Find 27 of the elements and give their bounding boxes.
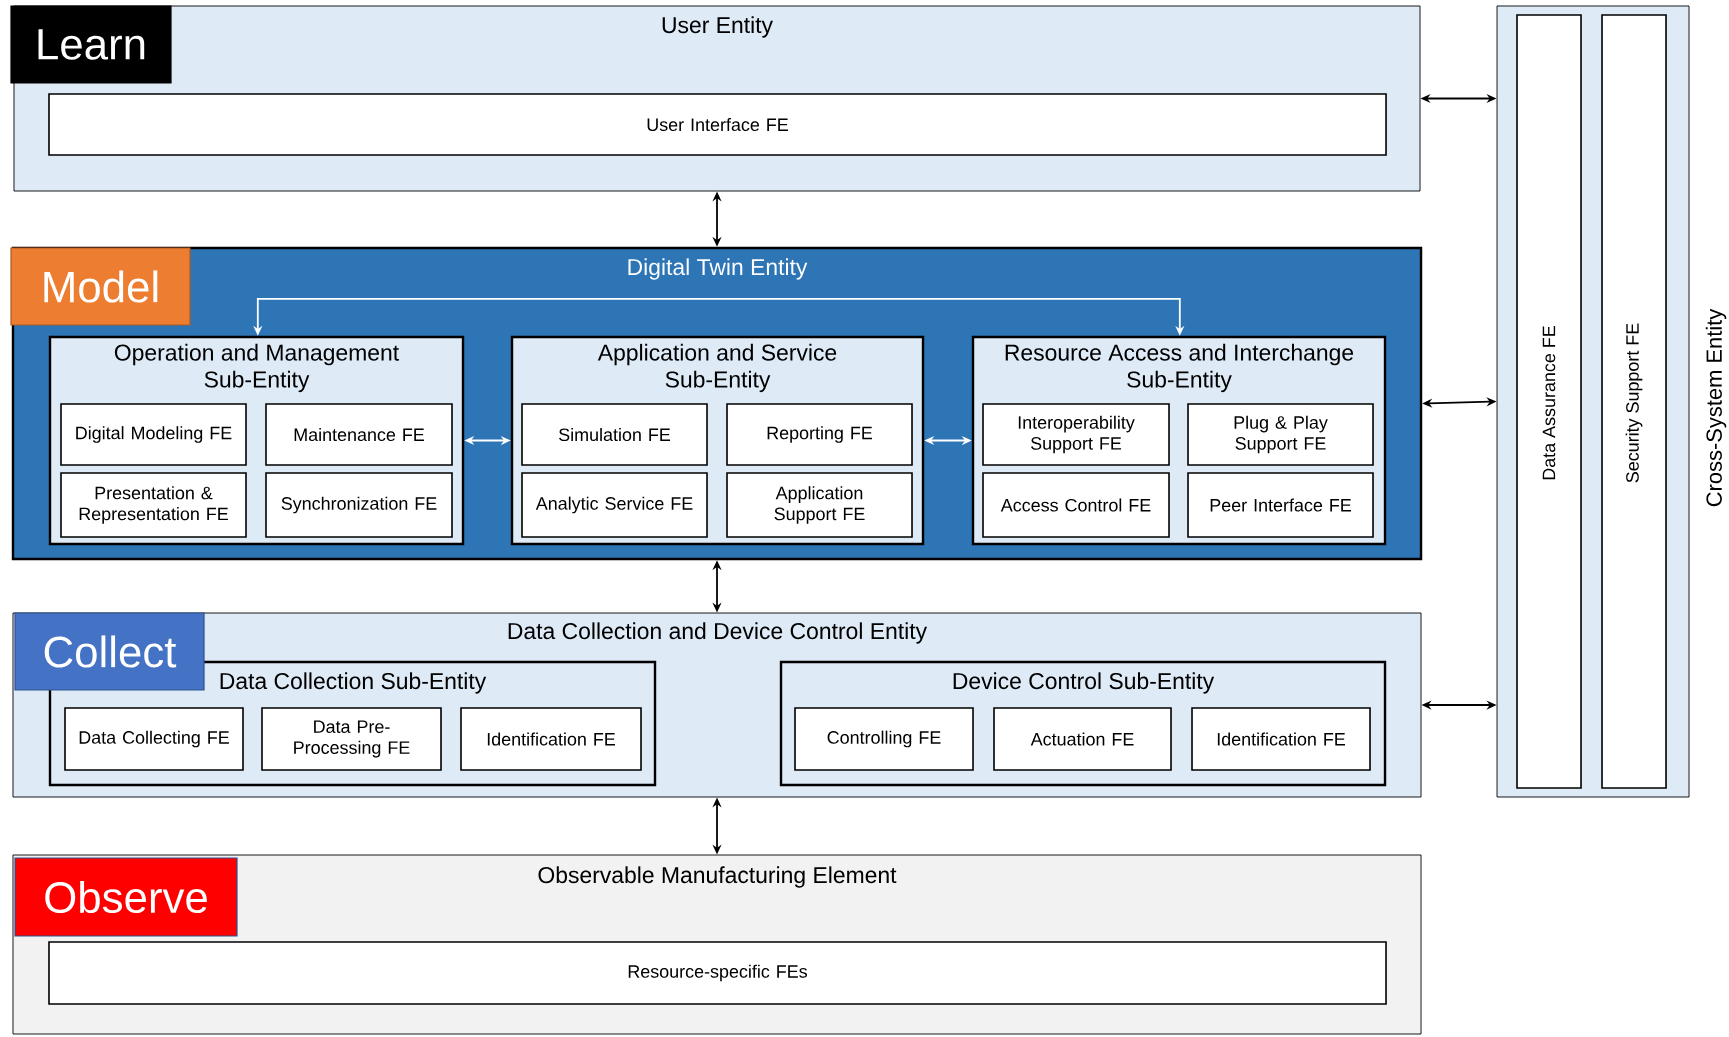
fe-box: Data Collecting FE xyxy=(64,707,244,771)
fe-box: Interoperability Support FE xyxy=(982,403,1170,466)
stage-label: Model xyxy=(10,247,191,326)
fe-box: Synchronization FE xyxy=(265,472,453,538)
fe-box: Peer Interface FE xyxy=(1187,472,1374,538)
fe-box: Data Pre-Processing FE xyxy=(261,707,442,771)
fe-box: Application Support FE xyxy=(726,472,913,538)
fe-box: Access Control FE xyxy=(982,472,1170,538)
node-label: Cross-System Entity xyxy=(1705,308,1727,507)
fe-box: Controlling FE xyxy=(794,707,974,771)
stage-label: Learn xyxy=(10,5,172,84)
fe-box: Analytic Service FE xyxy=(521,472,708,538)
fe-box: Presentation & Representation FE xyxy=(60,472,247,538)
stage-label: Observe xyxy=(14,857,238,937)
fe-box: User Interface FE xyxy=(48,93,1387,156)
fe-box: Reporting FE xyxy=(726,403,913,466)
stage-label: Collect xyxy=(14,612,205,691)
fe-box: Digital Modeling FE xyxy=(60,403,247,466)
fe-box: Identification FE xyxy=(1191,707,1371,771)
fe-box: Maintenance FE xyxy=(265,403,453,466)
fe-box: Simulation FE xyxy=(521,403,708,466)
fe-box: Resource-specific FEs xyxy=(48,941,1387,1005)
fe-box: Security Support FE xyxy=(1601,14,1667,789)
fe-box: Data Assurance FE xyxy=(1516,14,1582,789)
fe-box: Identification FE xyxy=(460,707,642,771)
fe-box: Actuation FE xyxy=(993,707,1172,771)
fe-box: Plug & Play Support FE xyxy=(1187,403,1374,466)
